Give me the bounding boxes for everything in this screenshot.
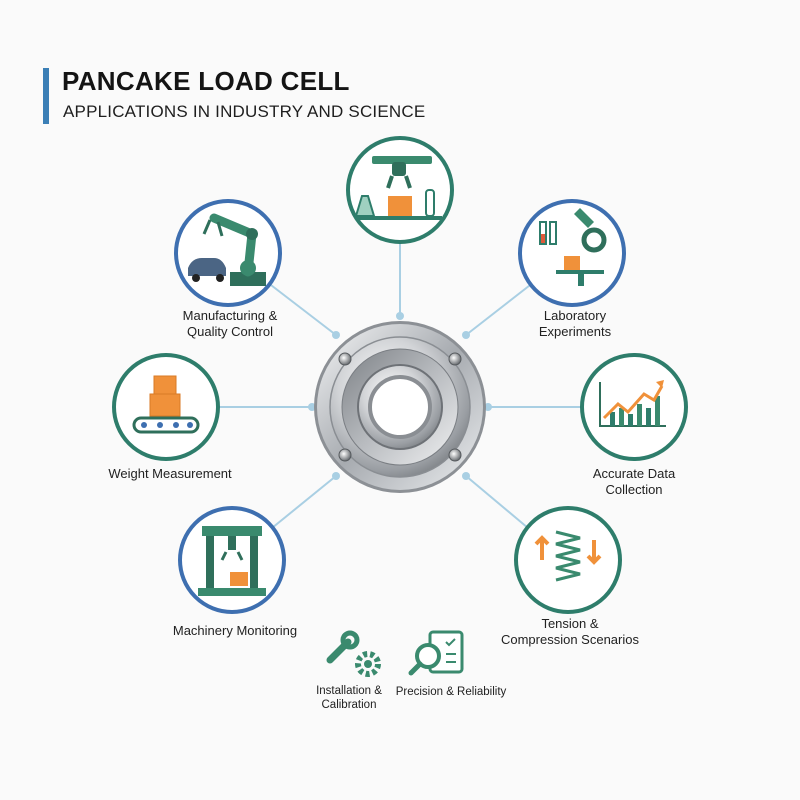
connector-manufacturing	[266, 281, 337, 336]
label-manufacturing: Manufacturing & Quality Control	[155, 308, 305, 340]
label-data: Accurate Data Collection	[559, 466, 709, 498]
wrench-gear-icon	[326, 630, 381, 677]
microscope-icon	[539, 208, 607, 286]
conveyor-boxes-icon	[132, 375, 200, 434]
node-machinery	[178, 506, 286, 614]
label-machinery: Machinery Monitoring	[160, 623, 310, 639]
label-laboratory: Laboratory Experiments	[500, 308, 650, 340]
connector-dots	[308, 312, 492, 480]
label-manufacturing-line2: Quality Control	[187, 324, 273, 339]
label-tension-line2: Compression Scenarios	[500, 632, 639, 647]
node-tension	[514, 506, 622, 614]
label-laboratory-line2: Experiments	[538, 324, 612, 339]
node-weight	[112, 353, 220, 461]
spring-arrows-icon	[534, 530, 602, 582]
robot-arm-icon	[188, 213, 266, 286]
label-precision: Precision & Reliability	[386, 685, 516, 699]
label-precision-line1: Precision & Reliability	[395, 686, 507, 698]
magnifier-checklist-icon	[408, 630, 464, 676]
load-cell-image	[314, 321, 486, 493]
page-subtitle: APPLICATIONS IN INDUSTRY AND SCIENCE	[63, 102, 426, 121]
label-tension-line1: Tension &	[541, 616, 599, 631]
press-machine-icon	[198, 526, 266, 596]
label-weight: Weight Measurement	[95, 466, 245, 482]
node-data	[580, 353, 688, 461]
label-installation: Installation & Calibration	[299, 684, 399, 712]
label-manufacturing-line1: Manufacturing &	[182, 308, 278, 323]
chart-trend-icon	[599, 380, 666, 427]
page-title: PANCAKE LOAD CELL	[62, 66, 350, 96]
connector-tension	[465, 475, 529, 529]
label-machinery-line1: Machinery Monitoring	[172, 623, 298, 638]
node-manufacturing	[174, 199, 282, 307]
node-laboratory	[518, 199, 626, 307]
label-tension: Tension & Compression Scenarios	[490, 616, 650, 648]
connector-laboratory	[465, 281, 535, 336]
robot-gripper-icon	[354, 156, 442, 220]
label-laboratory-line1: Laboratory	[543, 308, 607, 323]
label-data-line2: Collection	[605, 482, 663, 497]
node-lab-automation	[346, 136, 454, 244]
label-installation-line1: Installation &	[316, 685, 382, 697]
title-accent-bar	[43, 68, 49, 124]
label-installation-line2: Calibration	[321, 699, 377, 711]
label-data-line1: Accurate Data	[592, 466, 676, 481]
connector-lines	[218, 242, 582, 529]
label-weight-line1: Weight Measurement	[108, 466, 232, 481]
connector-machinery	[271, 475, 337, 529]
